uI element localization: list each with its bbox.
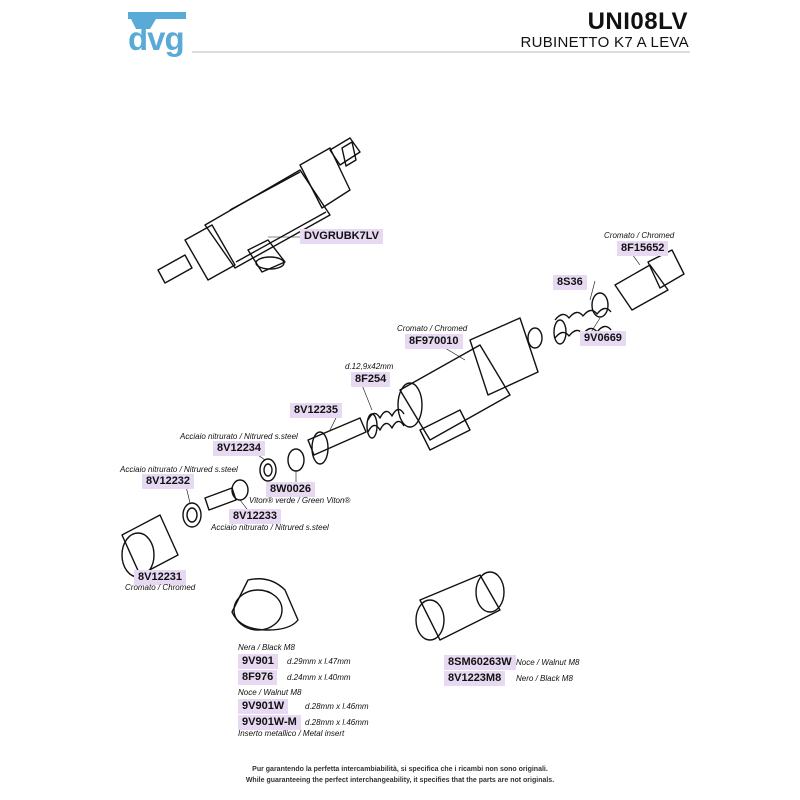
part-note-8f970010: Cromato / Chromed (397, 324, 468, 333)
part-code-8w0026[interactable]: 8W0026 (266, 482, 315, 497)
handle-spec-8sm60263w: Noce / Walnut M8 (516, 658, 580, 667)
part-note-8v12231: Cromato / Chromed (125, 583, 196, 592)
handle-group-walnut-label: Noce / Walnut M8 (238, 688, 302, 697)
part-code-8f254[interactable]: 8F254 (351, 372, 391, 387)
part-code-8v12233[interactable]: 8V12233 (229, 509, 282, 524)
part-code-9v0669[interactable]: 9V0669 (580, 331, 626, 346)
part-code-8v12235[interactable]: 8V12235 (290, 403, 343, 418)
brand-logo: dvg (128, 20, 185, 57)
footer-disclaimer-en: While guaranteeing the perfect interchan… (245, 777, 555, 784)
handle-spec-8v1223m8: Nero / Black M8 (516, 674, 573, 683)
part-code-8v12231[interactable]: 8V12231 (134, 570, 187, 585)
handle-code-9v901w[interactable]: 9V901W (238, 699, 289, 714)
part-note-8v12233: Acciaio nitrurato / Nitrured s.steel (211, 523, 329, 532)
part-code-8s36[interactable]: 8S36 (553, 275, 587, 290)
page-subtitle: RUBINETTO K7 A LEVA (520, 34, 689, 51)
handle-code-8sm60263w[interactable]: 8SM60263W (444, 655, 516, 670)
part-code-8v12232[interactable]: 8V12232 (142, 474, 195, 489)
assembled-tap-drawing (157, 137, 361, 284)
handle-code-8f976[interactable]: 8F976 (238, 670, 278, 685)
part-note-8f254: d.12,9x42mm (345, 362, 394, 371)
footer-disclaimer-it: Pur garantendo la perfetta intercambiabi… (252, 766, 548, 773)
handle-code-9v901w-m[interactable]: 9V901W-M (238, 715, 301, 730)
part-note-8f15652: Cromato / Chromed (604, 231, 675, 240)
handle-spec-9v901w: d.28mm x l.46mm (305, 702, 369, 711)
cylindrical-handle-drawing (415, 571, 505, 641)
handle-spec-8f976: d.24mm x l.40mm (287, 673, 351, 682)
handle-code-8v1223m8[interactable]: 8V1223M8 (444, 671, 506, 686)
part-code-8f15652[interactable]: 8F15652 (617, 241, 669, 256)
logo-tap-icon (128, 12, 186, 29)
handle-code-9v901[interactable]: 9V901 (238, 654, 278, 669)
part-note-8v12234: Acciaio nitrurato / Nitrured s.steel (180, 432, 298, 441)
handle-spec-9v901w-m: d.28mm x l.46mm (305, 718, 369, 727)
part-code-dvgrubk7lv[interactable]: DVGRUBK7LV (300, 229, 383, 244)
part-note-8w0026: Viton® verde / Green Viton® (249, 496, 351, 505)
part-code-8v12234[interactable]: 8V12234 (213, 441, 266, 456)
handle-spec-9v901: d.29mm x l.47mm (287, 657, 351, 666)
part-note-8v12232: Acciaio nitrurato / Nitrured s.steel (120, 465, 238, 474)
exploded-parts-drawing (121, 249, 685, 578)
part-code-8f970010[interactable]: 8F970010 (405, 334, 463, 349)
handle-group-black-label: Nera / Black M8 (238, 643, 295, 652)
page-title: UNI08LV (587, 8, 688, 35)
conical-handle-drawing (231, 578, 299, 631)
handle-insert-note: Inserto metallico / Metal insert (238, 729, 345, 738)
